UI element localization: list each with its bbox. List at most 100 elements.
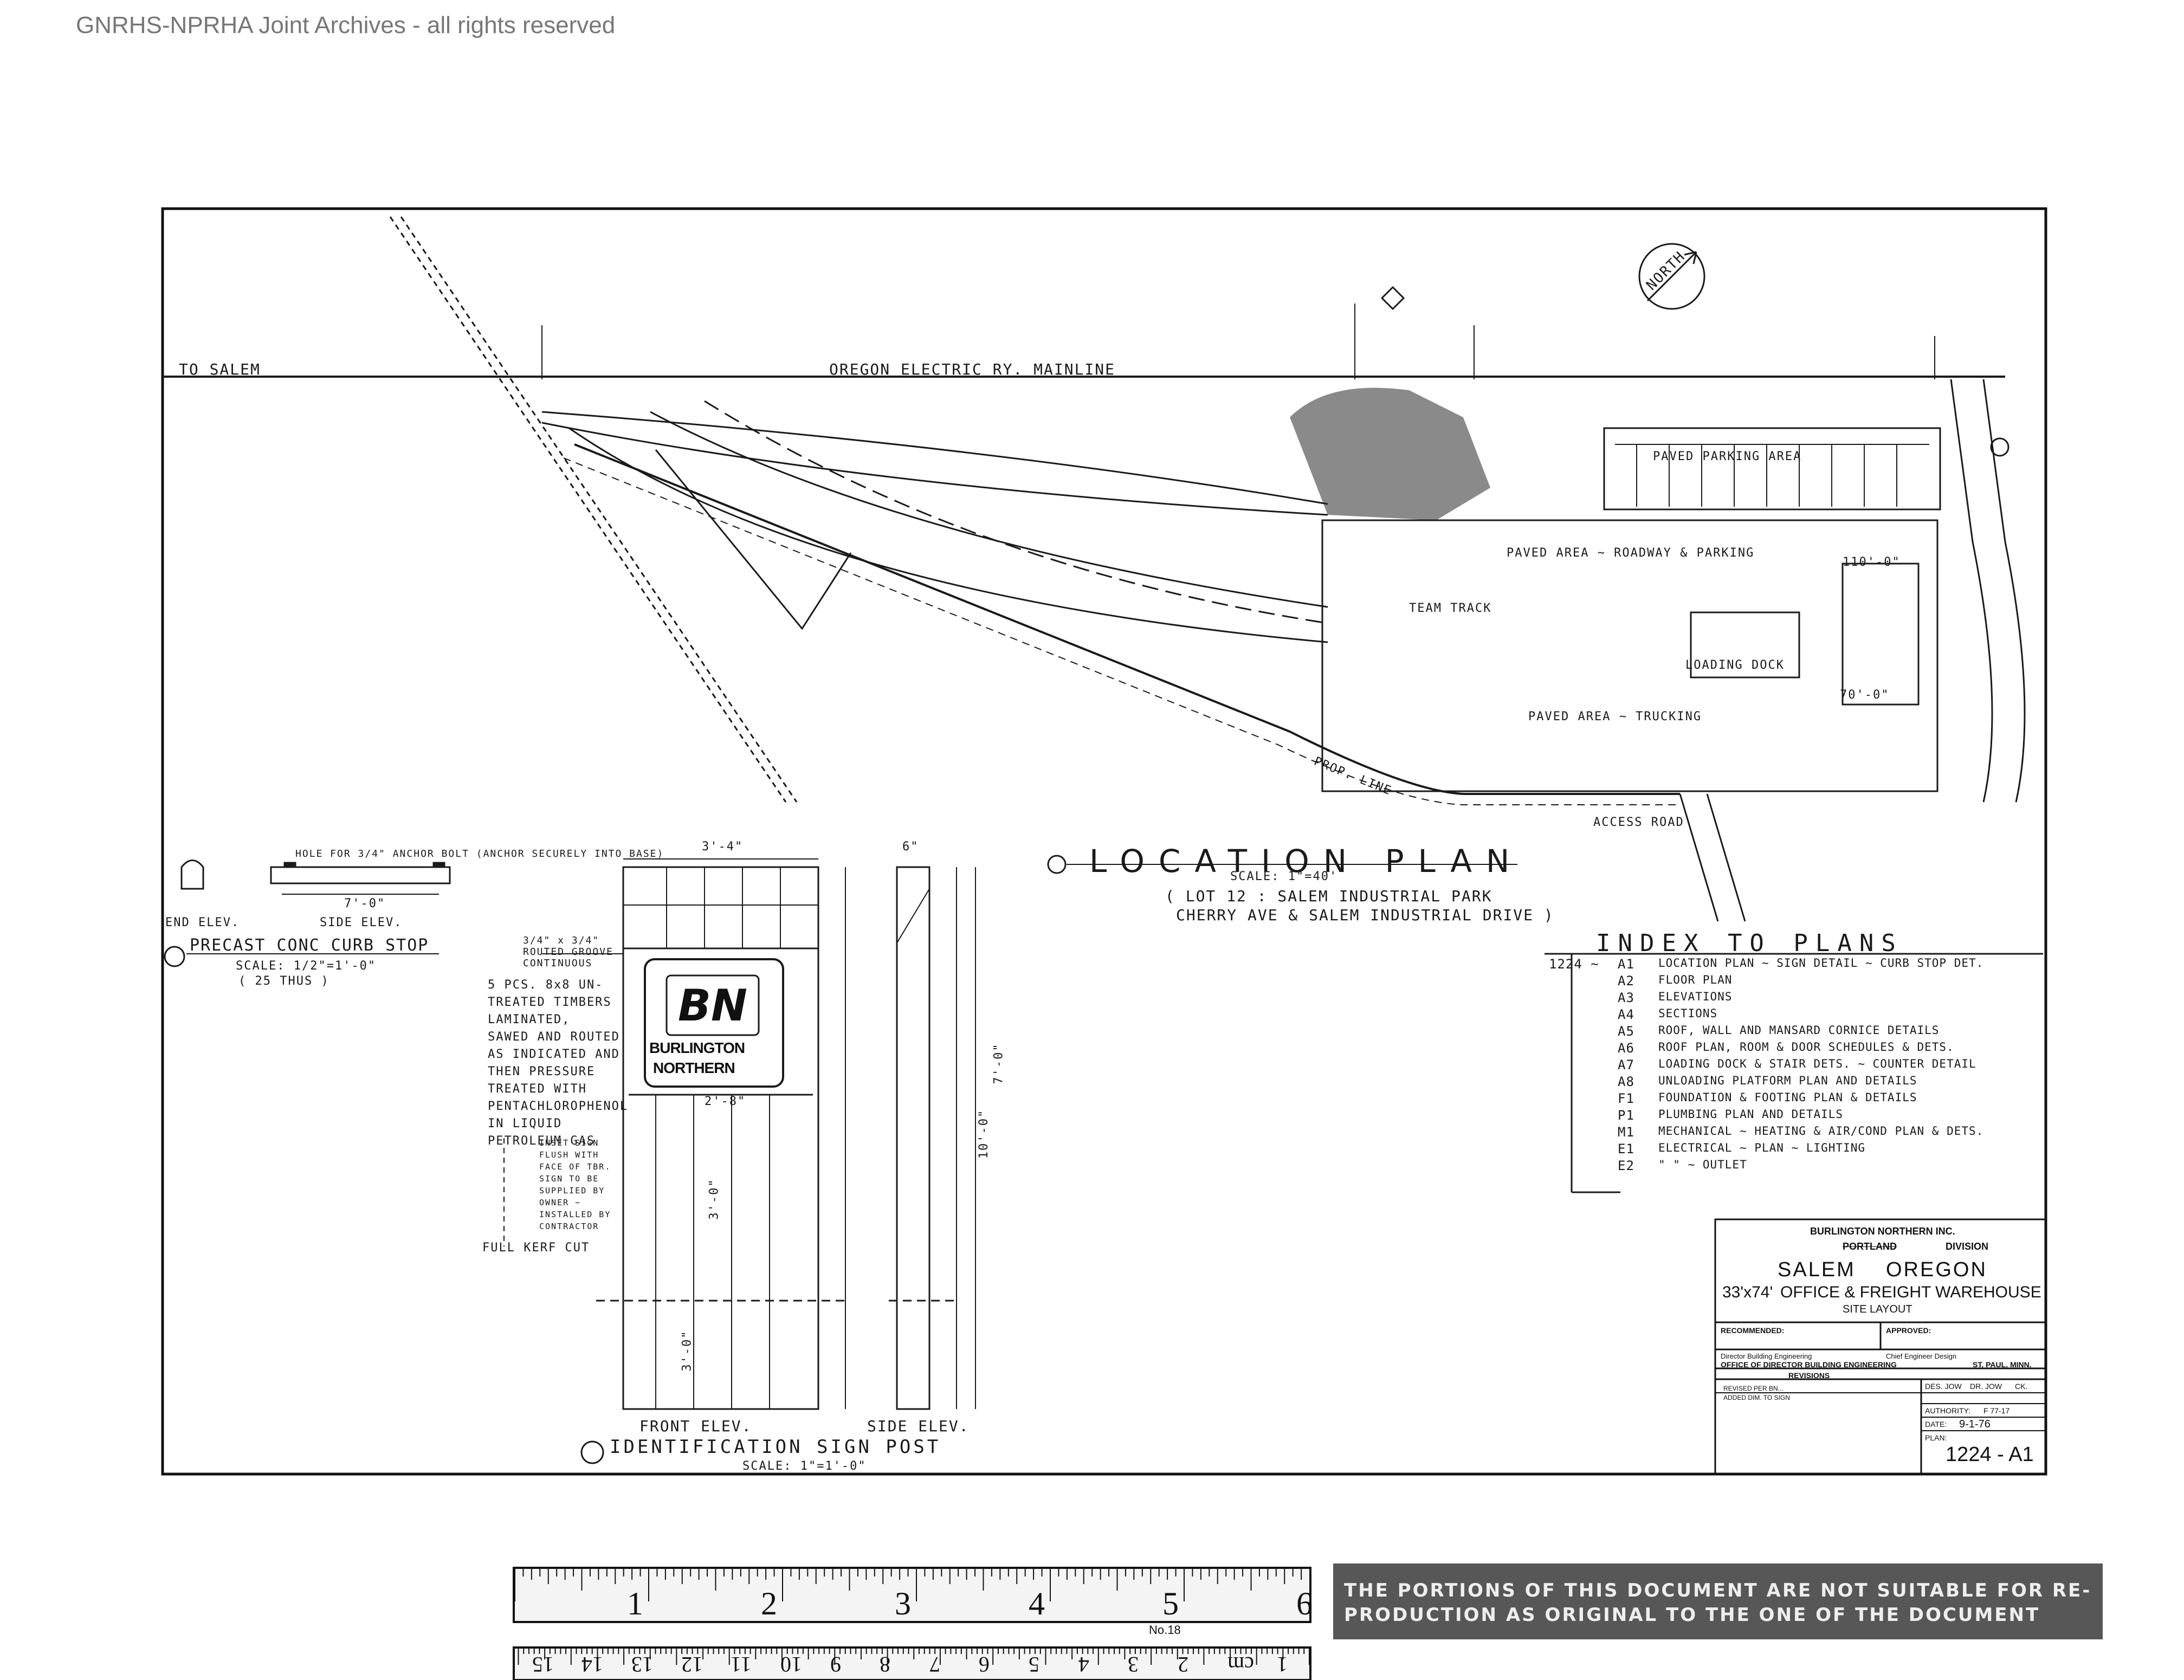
sign-width-dim: 3'-4" [702, 840, 744, 854]
index-desc: FOUNDATION & FOOTING PLAN & DETAILS [1658, 1091, 1917, 1104]
index-code: F1 [1618, 1091, 1634, 1106]
timber_note-line: THEN PRESSURE [488, 1065, 596, 1078]
paved-roadway-label: PAVED AREA ~ ROADWAY & PARKING [1507, 546, 1755, 560]
curb-stop-note: ( 25 THUS ) [238, 974, 329, 988]
tb-division-label: DIVISION [1946, 1241, 1989, 1252]
ruler-cm-label: 2 [1177, 1652, 1188, 1677]
ruler-cm-label: 8 [880, 1652, 891, 1677]
location-plan-title: LOCATION PLAN [1089, 843, 1524, 880]
timber_note-line: PETROLEUM GAS [488, 1134, 596, 1148]
index-desc: SECTIONS [1658, 1007, 1718, 1020]
dim-7-label: 7'-0" [992, 1043, 1006, 1084]
inset_note-line: INSTALLED BY [539, 1210, 611, 1219]
ruler-inch-label: 6 [1296, 1586, 1313, 1621]
ruler-inch-label: 4 [1029, 1586, 1045, 1621]
tb-revisions: REVISIONS [1788, 1371, 1830, 1380]
timber_note-line: IN LIQUID [488, 1117, 563, 1130]
ruler-cm-label: 11 [731, 1652, 752, 1677]
index-code: A8 [1618, 1074, 1634, 1089]
dim-3b-label: 3'-0" [680, 1330, 694, 1372]
dim-3a-label: 3'-0" [707, 1178, 721, 1220]
archive-watermark: GNRHS-NPRHA Joint Archives - all rights … [76, 12, 616, 38]
dim-70-label: 70'-0" [1840, 688, 1890, 702]
inset_note-line: SIGN TO BE [539, 1174, 599, 1184]
ruler-cm-label: cm [1227, 1652, 1254, 1677]
bn-logo-mark: BN [678, 980, 747, 1031]
tb-ck: CK. [2015, 1382, 2028, 1391]
bn-logo-line2: NORTHERN [653, 1059, 735, 1076]
index-code: A7 [1618, 1057, 1634, 1072]
index-code: M1 [1618, 1125, 1634, 1140]
tb-des: DES. JOW [1925, 1382, 1962, 1391]
tb-authority-val: F 77-17 [1983, 1406, 2010, 1415]
index-code: A5 [1618, 1024, 1634, 1039]
timber_note-line: PENTACHLOROPHENOL [488, 1100, 629, 1113]
bn-logo: BN [668, 977, 758, 1034]
notice-strip [1333, 1563, 2103, 1639]
index-code: P1 [1618, 1108, 1634, 1123]
curb-stop-scale: SCALE: 1/2"=1'-0" [236, 959, 377, 973]
curb-hole-note: HOLE FOR 3/4" ANCHOR BOLT (ANCHOR SECURE… [295, 848, 664, 860]
tb-size: 33'x74' [1722, 1283, 1773, 1301]
index-code: A2 [1618, 973, 1634, 988]
tb-rev2: ADDED DIM. TO SIGN [1723, 1394, 1790, 1401]
tb-recommended: RECOMMENDED: [1721, 1326, 1785, 1335]
tb-state: OREGON [1886, 1258, 1987, 1281]
notice-line2: PRODUCTION AS ORIGINAL TO THE ONE OF THE… [1344, 1604, 2040, 1626]
tb-office: OFFICE OF DIRECTOR BUILDING ENGINEERING [1721, 1360, 1897, 1369]
index-desc: LOADING DOCK & STAIR DETS. ~ COUNTER DET… [1658, 1057, 1976, 1070]
loading-dock-label: LOADING DOCK [1685, 658, 1785, 672]
title-block-frame [1714, 1218, 2047, 1475]
parking-area-label: PAVED PARKING AREA [1653, 450, 1802, 463]
ruler [513, 1567, 1311, 1680]
index-code: E2 [1618, 1158, 1634, 1173]
dim-2-8-label: 2'-8" [705, 1095, 746, 1108]
access-road-label: ACCESS ROAD [1593, 816, 1684, 829]
ruler-inch-label: 5 [1162, 1586, 1179, 1621]
site-plan [163, 216, 2026, 922]
tb-company: BURLINGTON NORTHERN INC. [1810, 1226, 1955, 1237]
index-desc: FLOOR PLAN [1658, 973, 1733, 986]
curb-end-elev: END ELEV. [165, 916, 240, 929]
tb-approved: APPROVED: [1886, 1326, 1931, 1335]
ruler-cm-label: 9 [830, 1652, 841, 1677]
ruler-cm-label: 7 [929, 1652, 940, 1677]
ruler-inch-label: 1 [627, 1586, 643, 1621]
tb-dr: DR. JOW [1970, 1382, 2002, 1391]
paved-trucking-label: PAVED AREA ~ TRUCKING [1528, 710, 1702, 723]
index-desc: ELECTRICAL ~ PLAN ~ LIGHTING [1658, 1141, 1866, 1154]
index-code: A3 [1618, 990, 1634, 1005]
timber_note-line: LAMINATED, [488, 1013, 571, 1026]
index-prefix: 1224 ~ [1549, 957, 1599, 972]
front-elev-label: FRONT ELEV. [639, 1417, 752, 1435]
tb-director: Director Building Engineering [1721, 1352, 1812, 1360]
ruler-cm-label: 12 [681, 1652, 703, 1677]
curb-side-elev: SIDE ELEV. [320, 916, 403, 929]
tb-rev1: REVISED PER BN... [1723, 1385, 1784, 1392]
inset_note-line: INSET SIGN [539, 1138, 599, 1148]
ruler-cm-label: 4 [1078, 1652, 1089, 1677]
ruler-cm-label: 14 [581, 1652, 604, 1677]
index-desc: MECHANICAL ~ HEATING & AIR/COND PLAN & D… [1658, 1125, 1984, 1138]
index-title: INDEX TO PLANS [1596, 929, 1903, 957]
inset_note-line: FLUSH WITH [539, 1150, 599, 1160]
ruler-cm-label: 1 [1277, 1652, 1288, 1677]
sign-side-width-dim: 6" [902, 840, 919, 854]
timber_note-line: TREATED WITH [488, 1082, 587, 1096]
location-plan-scale: SCALE: 1"=40' [1230, 870, 1338, 883]
index-frame [1545, 953, 2043, 1193]
dim-10-label: 10'-0" [977, 1109, 991, 1159]
ruler-cm-label: 13 [631, 1652, 654, 1677]
index-code: A1 [1618, 957, 1634, 972]
timber_note-line: 5 PCS. 8x8 UN- [488, 978, 604, 992]
curb-stop-title: PRECAST CONC CURB STOP [190, 936, 429, 955]
curb-stop-detail [164, 860, 451, 967]
tb-chief: Chief Engineer Design [1886, 1352, 1957, 1360]
ruler-cm-label: 15 [532, 1652, 554, 1677]
inset_note-line: SUPPLIED BY [539, 1186, 605, 1196]
sign-post-detail [503, 855, 1517, 1464]
index-desc: PLUMBING PLAN AND DETAILS [1658, 1108, 1844, 1121]
index-code: E1 [1618, 1141, 1634, 1156]
team-track-label: TEAM TRACK [1409, 602, 1492, 615]
